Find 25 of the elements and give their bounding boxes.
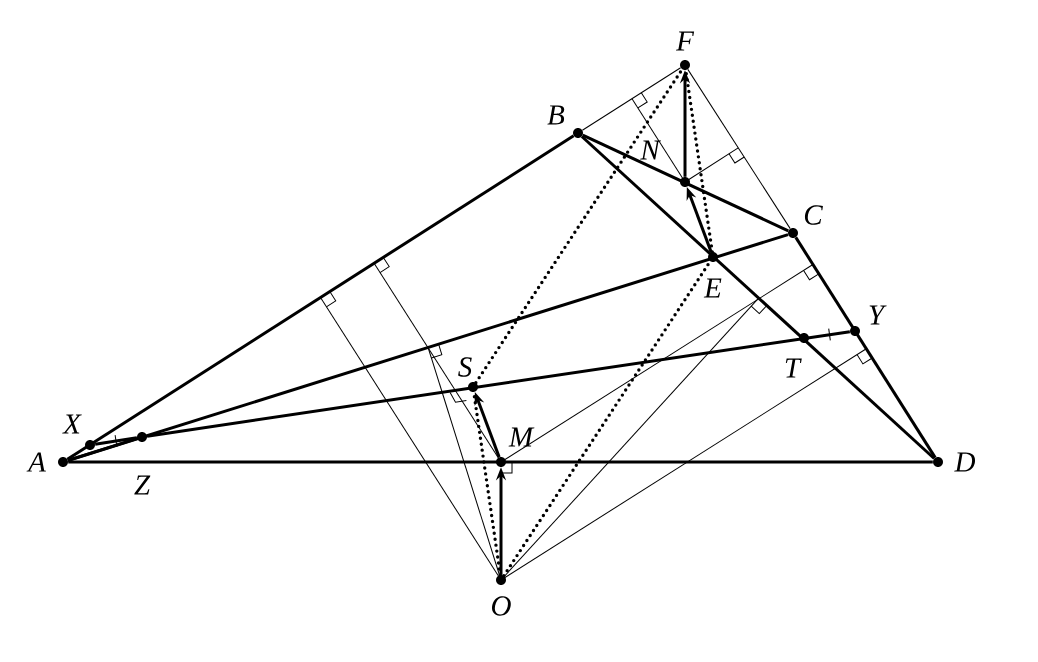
- segment: [581, 67, 682, 131]
- segment: [68, 460, 933, 464]
- dotted-line: [474, 67, 684, 385]
- point-label: Z: [134, 475, 151, 495]
- point-label: D: [954, 452, 976, 472]
- point-label: M: [508, 427, 535, 447]
- point-label: E: [703, 278, 722, 298]
- segment: [580, 135, 936, 460]
- point-label: C: [804, 205, 823, 225]
- segment: [687, 68, 791, 230]
- point-label: T: [785, 358, 802, 378]
- segment: [794, 236, 937, 459]
- segment: [66, 134, 575, 461]
- point-label: O: [492, 596, 511, 616]
- point-label: F: [676, 31, 695, 51]
- point-label: A: [26, 452, 46, 472]
- point-label: N: [640, 140, 661, 160]
- point-label: B: [547, 105, 565, 125]
- point-label: S: [458, 357, 472, 377]
- segment: [582, 133, 789, 233]
- point-label: X: [62, 414, 82, 434]
- segment: [94, 436, 138, 446]
- segment: [67, 437, 138, 462]
- point-label: Y: [869, 305, 887, 325]
- segment: [146, 330, 851, 438]
